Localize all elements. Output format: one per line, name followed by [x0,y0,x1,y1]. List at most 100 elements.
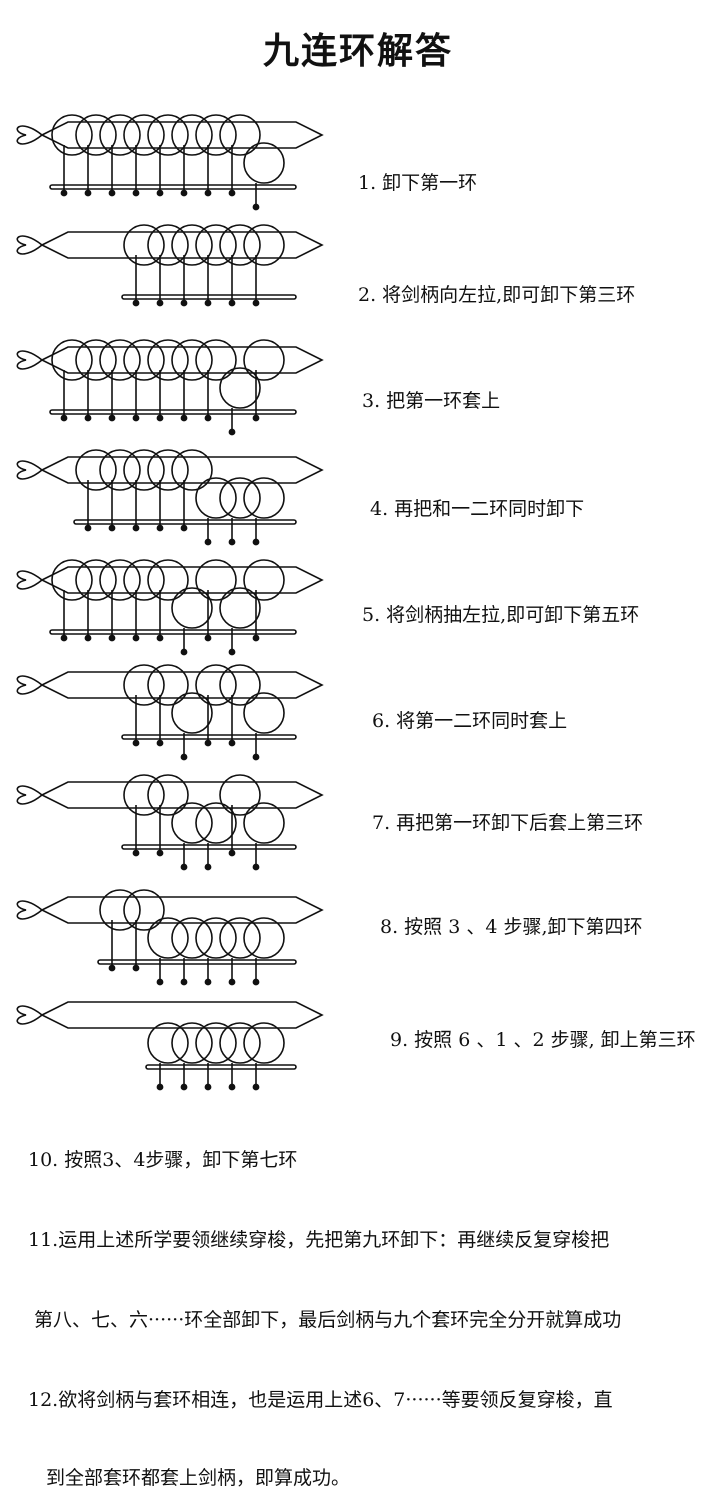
rod-knob-8 [228,189,236,197]
base-bar [73,519,297,525]
ring-puzzle-diagram [16,224,324,307]
ring-8 [219,224,261,266]
rod-knob-4 [132,414,140,422]
rod-knob-7 [204,634,212,642]
rod-knob-1 [60,189,68,197]
ring-6 [171,114,213,156]
ring-8 [219,367,261,409]
ring-8 [219,664,261,706]
sword-handle-loop [16,570,43,590]
rod-knob-9 [252,634,260,642]
sword-blade [40,566,324,594]
step-3: 3. 把第一环套上 [0,330,716,440]
rod-knob-7 [204,538,212,546]
ring-4 [123,449,165,491]
step-5: 5. 将剑柄抽左拉,即可卸下第五环 [0,550,716,660]
rod-knob-5 [156,524,164,532]
rod-knob-2 [84,414,92,422]
ring-9 [243,802,285,844]
step-label: 2. 将剑柄向左拉,即可卸下第三环 [358,284,636,306]
ring-2 [75,559,117,601]
step-2: 2. 将剑柄向左拉,即可卸下第三环 [0,215,716,325]
rod-knob-6 [180,863,188,871]
ring-9 [243,1022,285,1064]
ring-6 [171,692,213,734]
rod-knob-5 [156,978,164,986]
ring-6 [171,917,213,959]
ring-4 [123,664,165,706]
sword-blade [40,671,324,699]
rod-knob-1 [60,414,68,422]
step-1: 1. 卸下第一环 [0,105,716,215]
rod-knob-4 [132,964,140,972]
ring-9 [243,917,285,959]
base-bar [121,294,297,300]
rod-knob-9 [252,203,260,211]
rod-knob-3 [108,634,116,642]
step-label: 3. 把第一环套上 [362,390,501,412]
ring-2 [75,449,117,491]
ring-8 [219,917,261,959]
ring-4 [123,224,165,266]
note-line-4: 12.欲将剑柄与套环相连，也是运用上述6、7······等要领反复穿梭，直 [28,1389,613,1411]
note-line-3: 第八、七、六······环全部卸下，最后剑柄与九个套环完全分开就算成功 [34,1309,622,1331]
ring-3 [99,114,141,156]
ring-puzzle-diagram [16,559,324,656]
ring-9 [243,224,285,266]
base-bar [49,409,297,415]
ring-8 [219,587,261,629]
sword-blade [40,121,324,149]
ring-7 [195,917,237,959]
ring-6 [171,224,213,266]
ring-9 [243,477,285,519]
ring-9 [243,559,285,601]
rod-knob-7 [204,739,212,747]
ring-7 [195,802,237,844]
rod-knob-9 [252,863,260,871]
ring-2 [75,339,117,381]
ring-5 [147,917,189,959]
ring-5 [147,559,189,601]
rod-knob-5 [156,189,164,197]
ring-puzzle-diagram [16,449,324,546]
ring-3 [99,339,141,381]
rod-knob-3 [108,414,116,422]
rod-knob-5 [156,739,164,747]
step-7: 7. 再把第一环卸下后套上第三环 [0,765,716,875]
ring-5 [147,114,189,156]
rod-knob-5 [156,299,164,307]
rod-knob-9 [252,414,260,422]
ring-4 [123,339,165,381]
rod-knob-2 [84,524,92,532]
rod-knob-4 [132,849,140,857]
rod-knob-8 [228,849,236,857]
ring-3 [99,889,141,931]
rod-knob-9 [252,538,260,546]
rod-knob-8 [228,648,236,656]
rod-knob-8 [228,538,236,546]
ring-5 [147,774,189,816]
rod-knob-9 [252,753,260,761]
ring-5 [147,664,189,706]
sword-handle-loop [16,350,43,370]
ring-7 [195,339,237,381]
ring-8 [219,114,261,156]
note-line-2: 11.运用上述所学要领继续穿梭，先把第九环卸下：再继续反复穿梭把 [28,1229,610,1251]
rod-knob-5 [156,1083,164,1091]
ring-puzzle-diagram [16,774,324,871]
rod-knob-4 [132,299,140,307]
rod-knob-8 [228,428,236,436]
ring-7 [195,559,237,601]
rod-knob-6 [180,978,188,986]
step-label: 1. 卸下第一环 [358,172,478,194]
ring-1 [51,559,93,601]
ring-puzzle-diagram [16,1001,324,1091]
ring-3 [99,449,141,491]
ring-7 [195,1022,237,1064]
rod-knob-5 [156,634,164,642]
rod-knob-2 [84,189,92,197]
note-line-1: 10. 按照3、4步骤，卸下第七环 [28,1149,298,1171]
sword-blade [40,346,324,374]
rod-knob-3 [108,189,116,197]
base-bar [49,629,297,635]
